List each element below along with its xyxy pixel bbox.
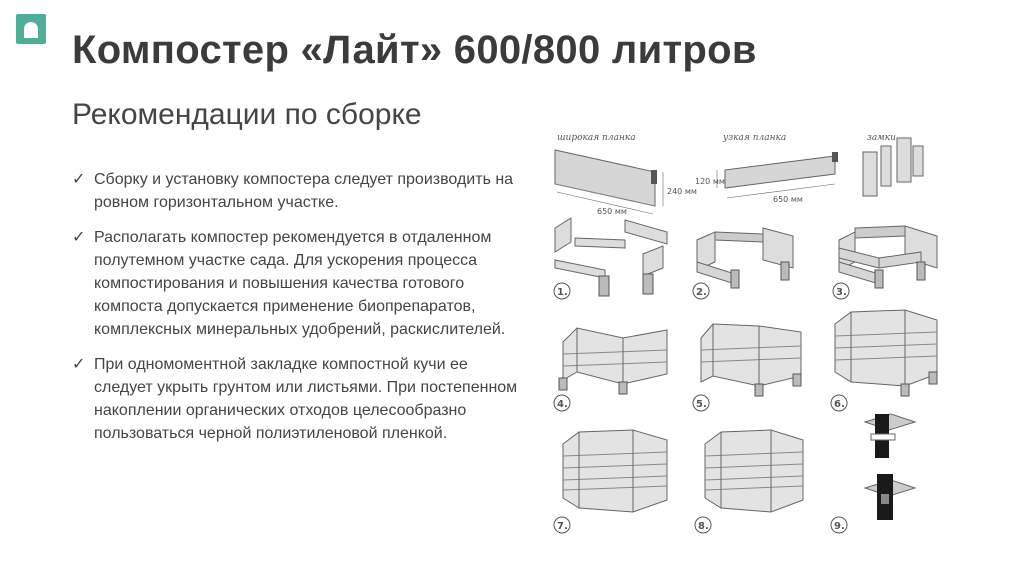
narrow-plank xyxy=(724,155,836,189)
step-8-illustration xyxy=(704,429,804,513)
step-5-illustration xyxy=(700,323,802,397)
step-9-illustration xyxy=(863,413,917,520)
plank-tab xyxy=(651,170,657,184)
lock-part-icon xyxy=(862,137,924,197)
check-icon: ✓ xyxy=(72,229,86,246)
locks-label: замки xyxy=(867,133,896,143)
step-number: 2. xyxy=(696,287,707,298)
list-item-text: Сборку и установку компостера следует пр… xyxy=(94,171,514,211)
list-item: ✓ При одномоментной закладке компостной … xyxy=(72,353,522,445)
wide-plank-label: широкая планка xyxy=(557,133,636,143)
list-item: ✓ Сборку и установку компостера следует … xyxy=(72,168,522,214)
step-number: 6. xyxy=(834,399,845,410)
step-number: 3. xyxy=(836,287,847,298)
list-item-text: Располагать компостер рекомендуется в от… xyxy=(94,229,506,338)
wide-height-label: 240 мм xyxy=(667,187,697,196)
step-2-illustration xyxy=(696,227,794,289)
wide-plank xyxy=(554,149,656,207)
list-item-text: При одномоментной закладке компостной ку… xyxy=(94,356,518,442)
step-3-illustration xyxy=(838,225,938,289)
step-6-illustration xyxy=(834,309,938,397)
wide-width-label: 650 мм xyxy=(597,207,627,216)
check-icon: ✓ xyxy=(72,356,86,373)
narrow-height-label: 120 мм xyxy=(695,177,725,186)
step-number: 9. xyxy=(834,521,845,532)
step-7-illustration xyxy=(562,429,668,513)
check-icon: ✓ xyxy=(72,171,86,188)
recommendation-list: ✓ Сборку и установку компостера следует … xyxy=(72,168,522,457)
narrow-width-label: 650 мм xyxy=(773,195,803,204)
assembly-diagram: широкая планка 650 мм 240 мм узкая планк… xyxy=(553,133,938,534)
step-1-illustration xyxy=(554,217,668,297)
narrow-plank-label: узкая планка xyxy=(722,133,786,143)
step-number: 5. xyxy=(696,399,707,410)
step-number: 4. xyxy=(557,399,568,410)
step-number: 1. xyxy=(557,287,568,298)
step-number: 8. xyxy=(698,521,709,532)
step-number: 7. xyxy=(557,521,568,532)
list-item: ✓ Располагать компостер рекомендуется в … xyxy=(72,226,522,341)
logo-icon xyxy=(16,14,46,44)
slide-title: Компостер «Лайт» 600/800 литров xyxy=(72,28,757,72)
slide-subtitle: Рекомендации по сборке xyxy=(72,98,422,131)
step-4-illustration xyxy=(558,327,668,395)
plank-tab xyxy=(832,152,838,162)
